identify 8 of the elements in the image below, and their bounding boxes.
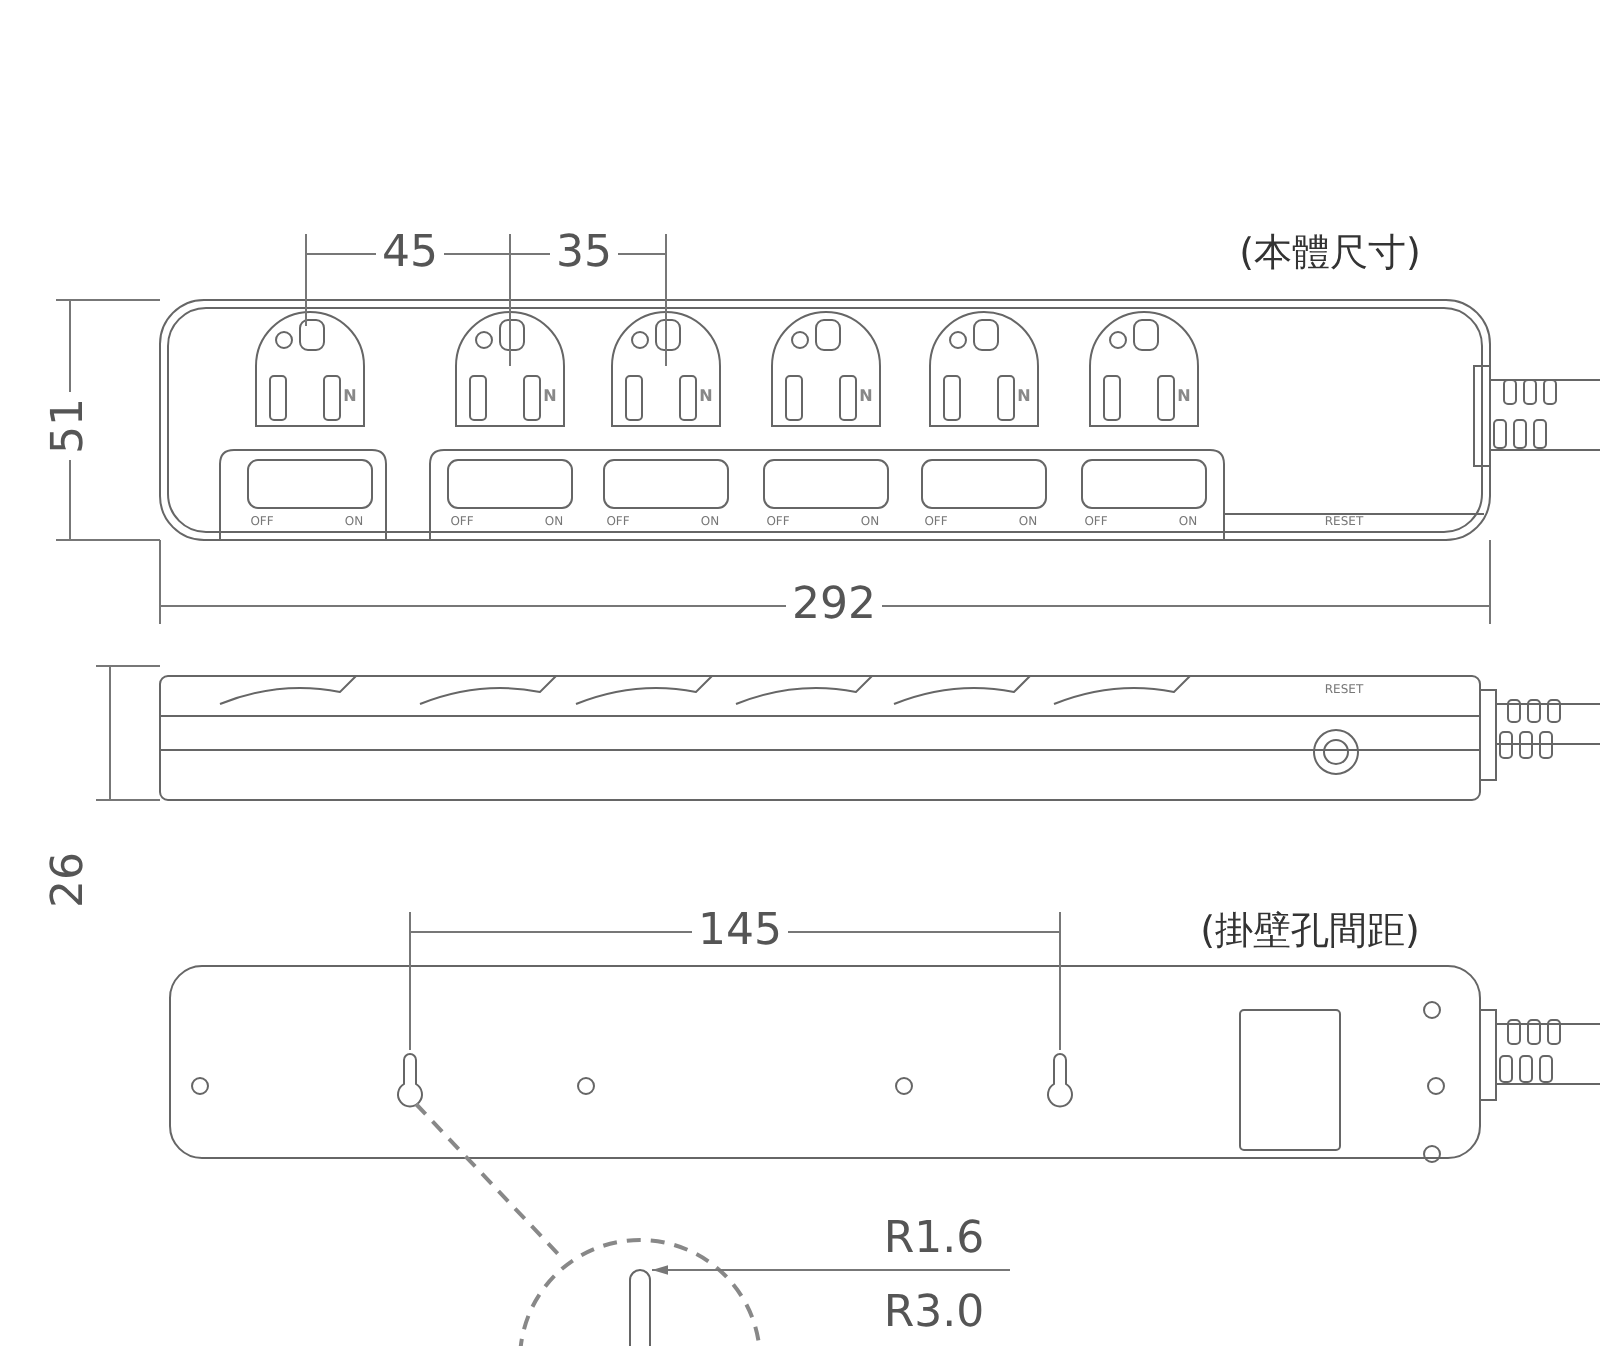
neutral-mark: N: [1017, 389, 1031, 407]
neutral-mark: N: [343, 389, 357, 407]
neutral-mark: N: [543, 389, 557, 407]
neutral-mark: N: [859, 389, 873, 407]
neutral-mark: N: [1177, 389, 1191, 407]
view-caption: (本體尺寸): [1239, 233, 1421, 275]
view-caption: (掛壁孔間距): [1200, 911, 1420, 953]
neutral-mark: N: [699, 389, 713, 407]
